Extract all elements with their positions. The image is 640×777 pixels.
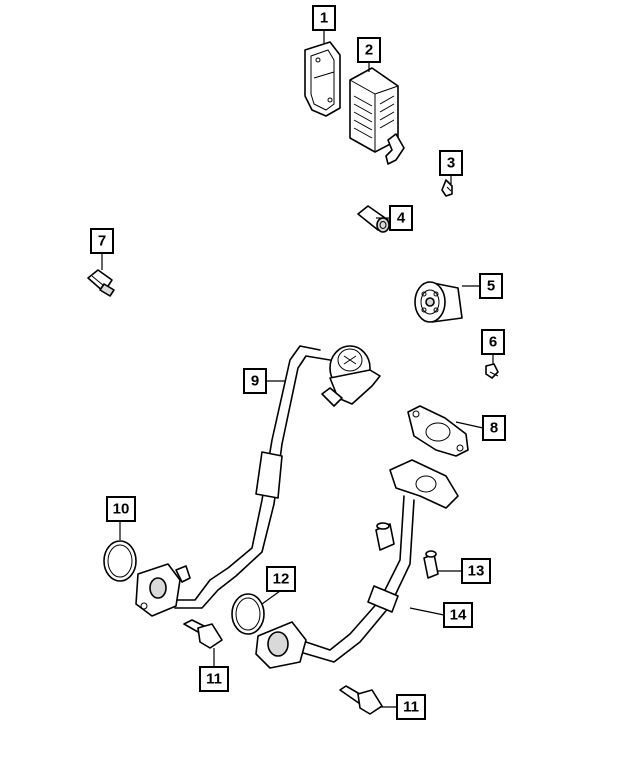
svg-text:13: 13 — [468, 563, 485, 580]
part-11-bolt-right — [339, 685, 383, 715]
part-9-feed-tube — [174, 345, 381, 609]
callout-1: 1 — [312, 5, 336, 31]
part-7-sensor — [87, 269, 115, 297]
part-12-o-ring — [231, 593, 265, 635]
part-6-bolt — [485, 363, 499, 379]
callout-11-right: 11 — [396, 694, 426, 720]
svg-text:6: 6 — [489, 334, 497, 351]
callout-13: 13 — [461, 558, 491, 584]
part-13-fitting — [423, 550, 439, 579]
callout-12: 12 — [266, 566, 296, 592]
upper-stud — [375, 522, 395, 551]
callout-4: 4 — [389, 205, 413, 231]
part-3-bolt — [441, 179, 453, 197]
callout-10: 10 — [106, 496, 136, 522]
svg-text:2: 2 — [365, 42, 373, 59]
svg-text:3: 3 — [447, 155, 455, 172]
part-10-o-ring — [103, 540, 137, 582]
svg-text:9: 9 — [251, 373, 259, 390]
svg-text:11: 11 — [403, 699, 419, 716]
part-5-oil-filter — [414, 281, 463, 323]
svg-text:12: 12 — [273, 571, 290, 588]
callout-9: 9 — [243, 368, 267, 394]
callout-5: 5 — [479, 273, 503, 299]
svg-text:4: 4 — [397, 210, 406, 227]
svg-text:8: 8 — [490, 420, 498, 437]
callout-2: 2 — [357, 37, 381, 63]
svg-text:14: 14 — [450, 607, 467, 624]
feed-tube-flange — [135, 563, 191, 617]
part-2-oil-cooler — [349, 67, 405, 165]
part-4-plug — [357, 205, 390, 233]
callout-6: 6 — [481, 329, 505, 355]
callout-8: 8 — [482, 415, 506, 441]
callout-14: 14 — [443, 602, 473, 628]
svg-text:5: 5 — [487, 278, 495, 295]
part-14-return-tube — [255, 459, 459, 669]
callout-11-left: 11 — [199, 666, 229, 692]
part-8-gasket — [407, 405, 469, 457]
part-1-gasket — [304, 41, 341, 117]
part-11-bolt-left — [183, 619, 223, 649]
callout-7: 7 — [90, 228, 114, 254]
leader-lines — [101, 30, 494, 708]
svg-text:10: 10 — [113, 501, 130, 518]
callout-3: 3 — [439, 150, 463, 176]
svg-text:7: 7 — [98, 233, 106, 250]
svg-text:11: 11 — [206, 671, 222, 688]
svg-text:1: 1 — [320, 10, 328, 27]
